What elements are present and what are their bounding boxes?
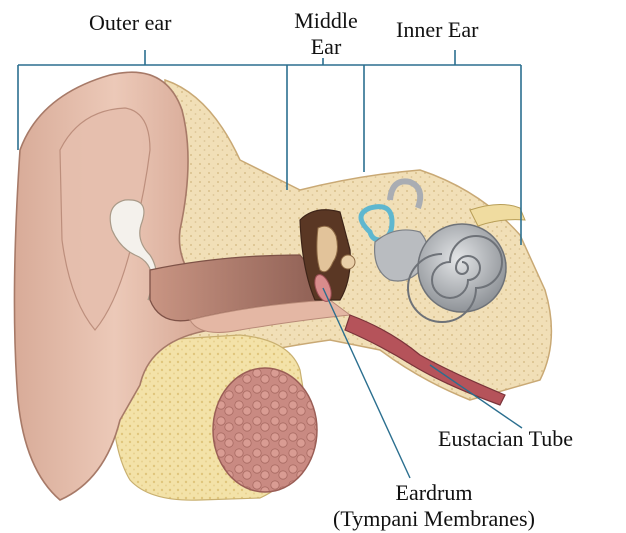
label-inner-ear: Inner Ear bbox=[396, 17, 478, 43]
label-middle-ear-line2: Ear bbox=[286, 34, 366, 60]
gland-tissue bbox=[213, 368, 317, 492]
label-eardrum-line1: Eardrum bbox=[329, 480, 539, 506]
label-eustachian-tube: Eustacian Tube bbox=[438, 426, 573, 452]
label-outer-ear: Outer ear bbox=[89, 10, 171, 36]
label-middle-ear-line1: Middle bbox=[286, 8, 366, 34]
label-eardrum: Eardrum (Tympani Membranes) bbox=[329, 480, 539, 532]
label-middle-ear: Middle Ear bbox=[286, 8, 366, 60]
stapes bbox=[341, 255, 355, 269]
label-eardrum-line2: (Tympani Membranes) bbox=[329, 506, 539, 532]
